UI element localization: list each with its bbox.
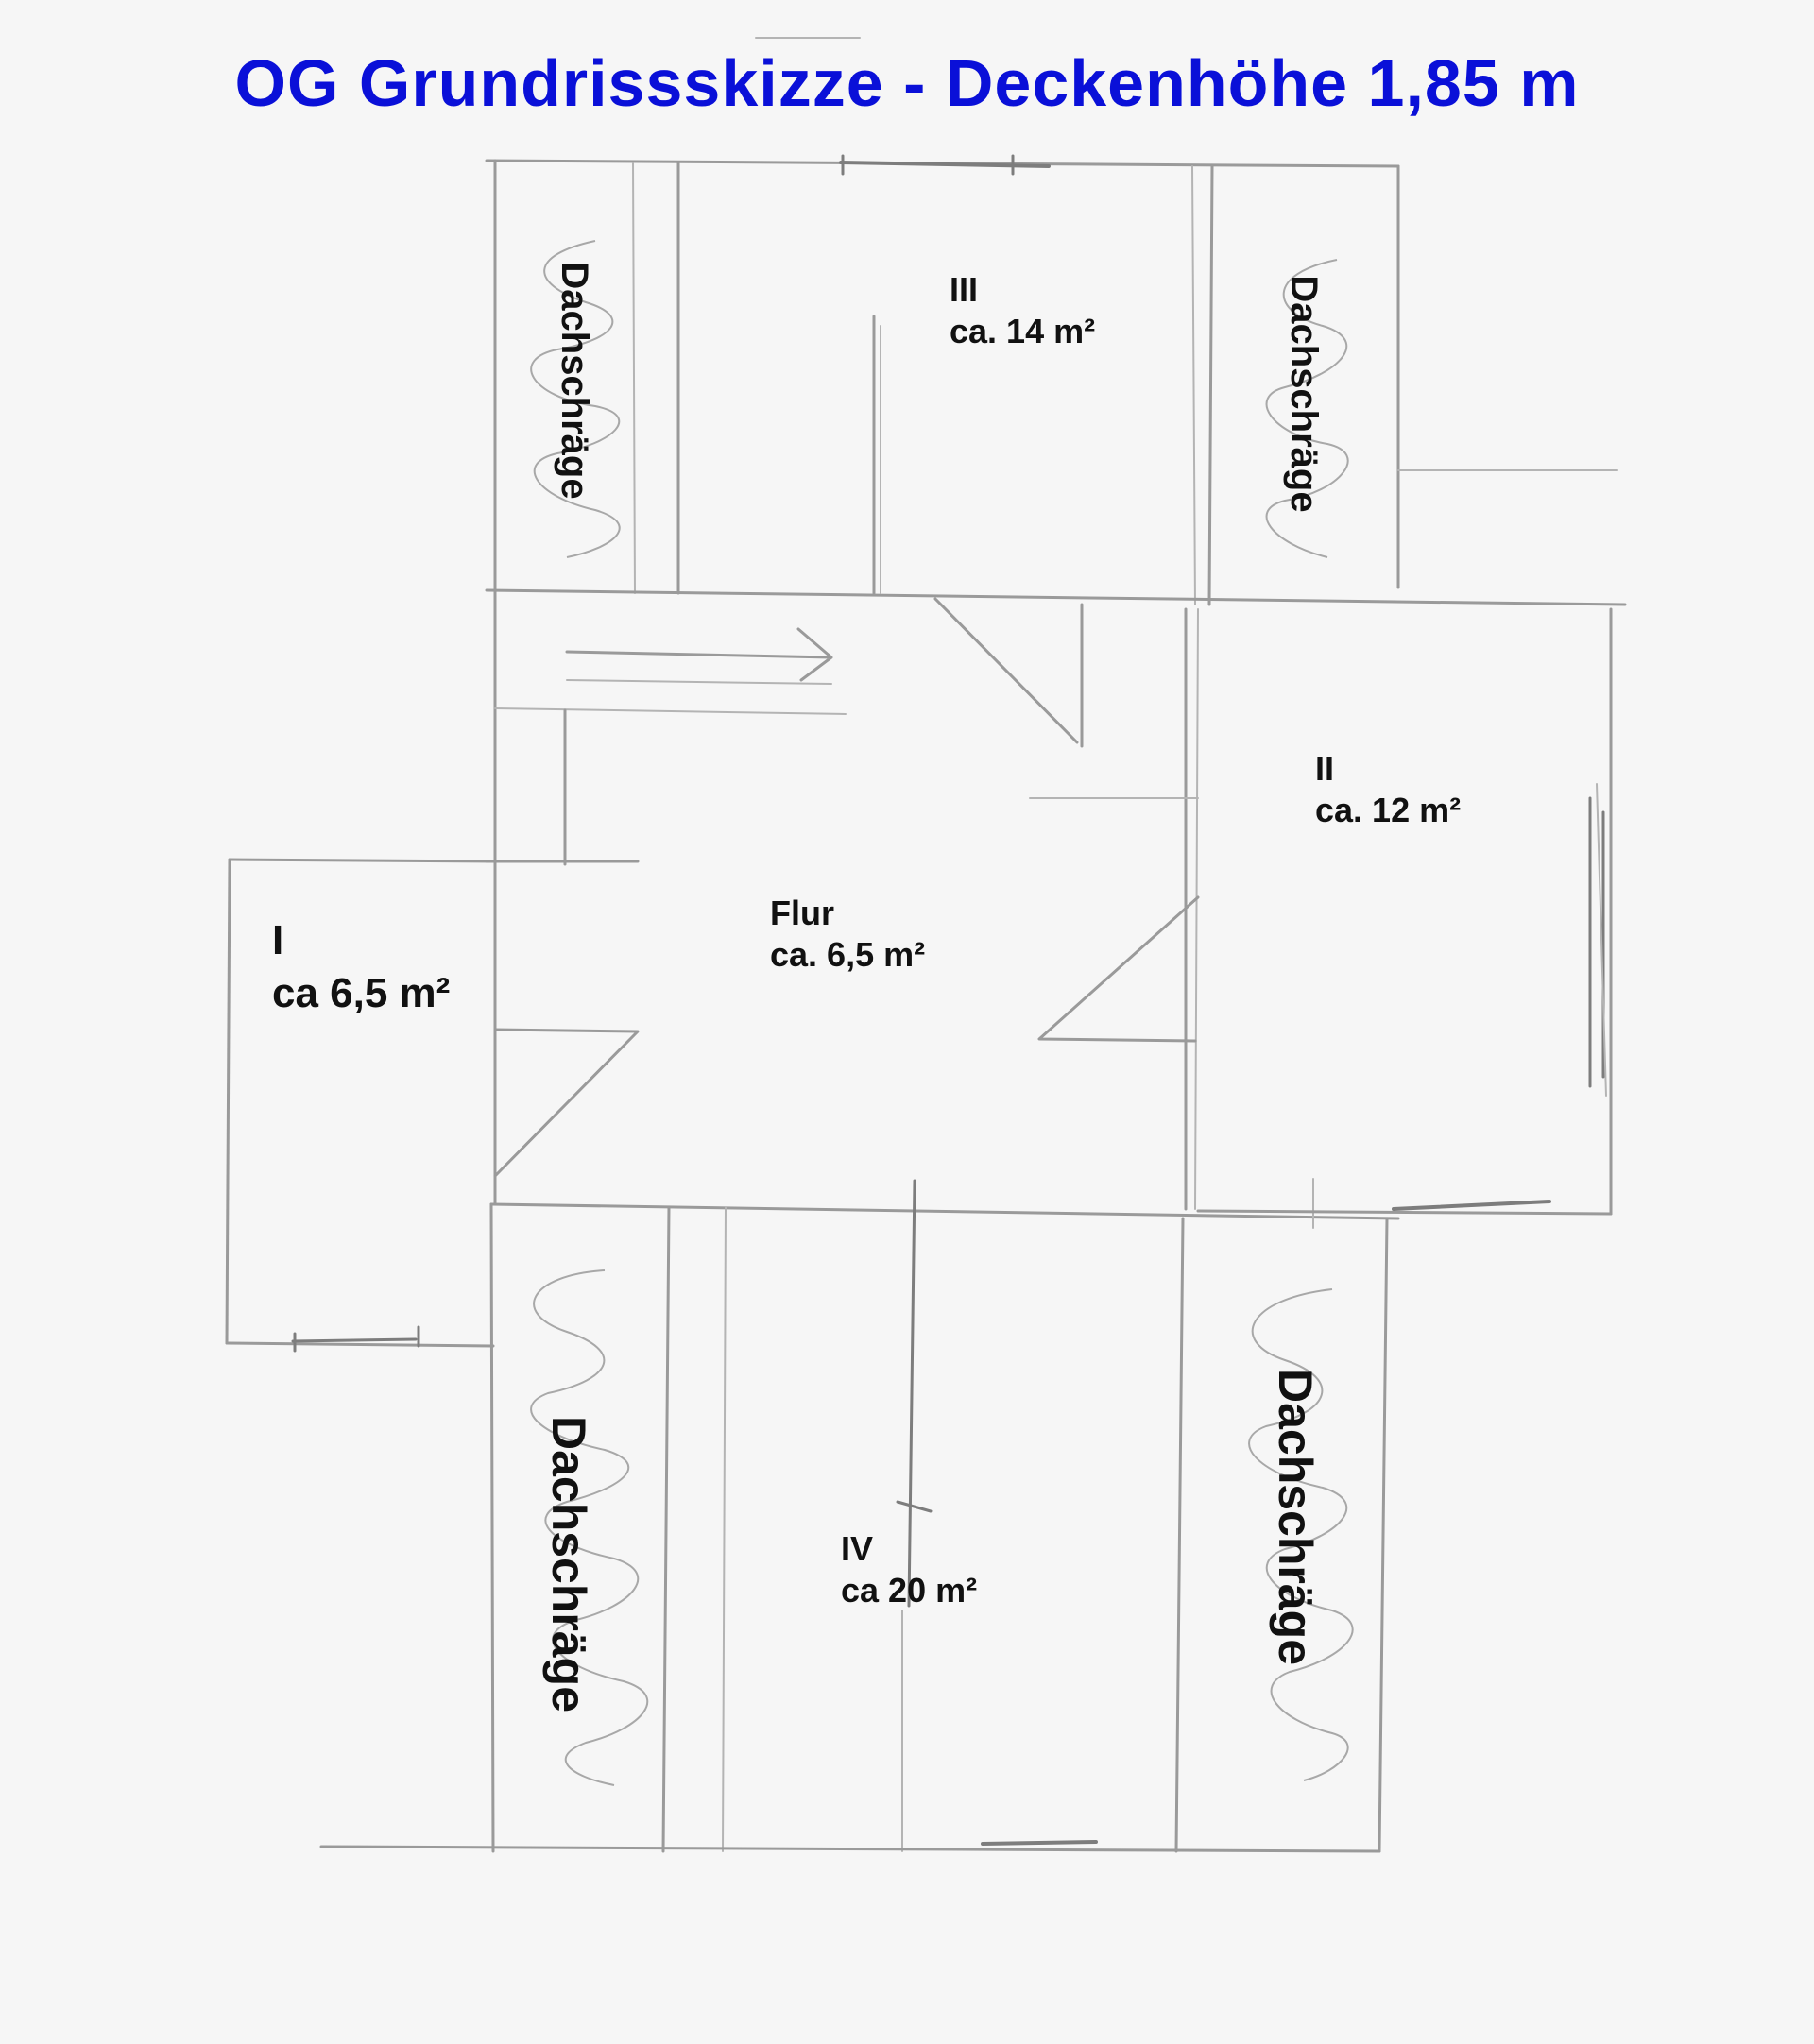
slope-label-bottom-right: Dachschräge — [1269, 1368, 1322, 1666]
lower-block-lines — [319, 1179, 1389, 1853]
corridor-lines — [485, 591, 1400, 1229]
room-ii-label: II ca. 12 m² — [1315, 748, 1461, 831]
upper-block-lines — [485, 37, 1627, 606]
room-iv-area: ca 20 m² — [841, 1571, 978, 1610]
room-ii-name: II — [1315, 749, 1335, 788]
flur-area: ca. 6,5 m² — [770, 935, 926, 974]
flur-label: Flur ca. 6,5 m² — [770, 893, 925, 976]
room-iii-label: III ca. 14 m² — [950, 269, 1095, 352]
plan-title: OG Grundrissskizze - Deckenhöhe 1,85 m — [234, 46, 1580, 120]
slope-label-bottom-left: Dachschräge — [542, 1415, 595, 1713]
flur-name: Flur — [770, 894, 834, 932]
slope-label-top-right: Dachschräge — [1283, 275, 1325, 513]
room-i-lines — [225, 858, 497, 1353]
room-iv-name: IV — [841, 1529, 874, 1568]
room-iii-name: III — [950, 270, 979, 309]
room-ii-area: ca. 12 m² — [1315, 791, 1462, 829]
room-i-label: I ca 6,5 m² — [272, 914, 450, 1020]
slope-hatching — [530, 240, 1354, 1786]
room-iii-area: ca. 14 m² — [950, 312, 1096, 350]
room-i-area: ca 6,5 m² — [272, 970, 451, 1016]
slope-label-top-left: Dachschräge — [554, 262, 595, 500]
room-iv-label: IV ca 20 m² — [841, 1528, 977, 1611]
room-i-name: I — [272, 917, 284, 963]
room-ii-lines — [1196, 607, 1613, 1216]
